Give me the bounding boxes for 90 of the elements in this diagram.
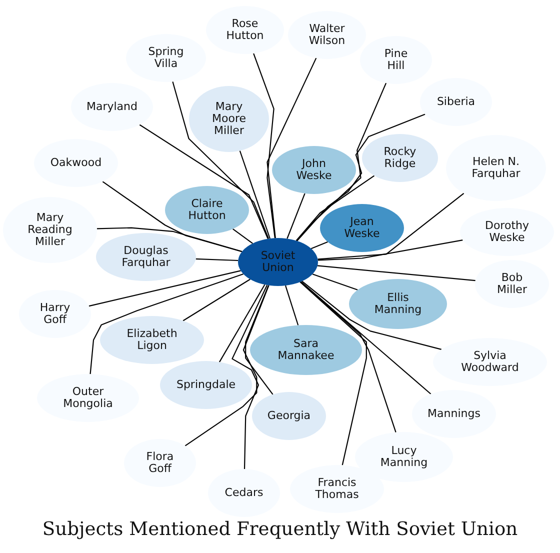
node-label: Elizabeth Ligon [126, 328, 178, 352]
topic-ellipse [320, 204, 404, 252]
connector-line [286, 193, 306, 239]
node-label: Pine Hill [384, 48, 408, 72]
connector-line [284, 285, 299, 326]
node-label: Ellis Manning [374, 292, 422, 316]
topic-ellipse [124, 439, 196, 487]
node-label: Oakwood [50, 157, 102, 169]
node-label: Dorothy Weske [484, 220, 529, 244]
node-label: Walter Wilson [308, 23, 346, 47]
node-label: Rose Hutton [226, 18, 264, 42]
node-label: Maryland [86, 101, 138, 113]
topic-ellipse [288, 11, 366, 59]
connector-line [318, 192, 464, 260]
topic-ellipse [412, 390, 496, 438]
node-label: Lucy Manning [380, 445, 428, 469]
topic-ellipse [433, 338, 547, 386]
topic-ellipse [475, 260, 549, 308]
node-label: Rocky Ridge [384, 146, 416, 170]
connector-line [296, 175, 375, 242]
connector-line [266, 58, 317, 238]
topic-ellipse [34, 139, 118, 187]
connector-line [302, 280, 442, 350]
topic-ellipse [349, 279, 447, 329]
node-label: Georgia [267, 410, 311, 422]
node-label: Mannings [428, 408, 480, 420]
topic-ellipse [19, 290, 91, 338]
connector-line [102, 181, 242, 252]
topic-ellipse [126, 34, 206, 82]
node-label: Helen N. Farquhar [472, 156, 520, 180]
connector-line [312, 274, 358, 290]
node-label: Bob Miller [497, 272, 527, 296]
topic-ellipse [3, 197, 97, 263]
node-label: Siberia [436, 96, 476, 108]
topic-ellipse [37, 374, 139, 422]
node-label: Claire Hutton [188, 198, 226, 222]
connector-line [253, 53, 276, 238]
node-label: Mary Reading Miller [28, 212, 72, 248]
topic-ellipse [165, 186, 249, 234]
topic-ellipse [160, 361, 252, 409]
topic-ellipse [189, 86, 269, 152]
connector-line [310, 241, 328, 250]
topic-ellipse [272, 146, 356, 194]
connector-line [182, 278, 250, 322]
node-label: Sylvia Woodward [461, 350, 519, 374]
connector-line [90, 273, 244, 374]
topic-ellipse [71, 83, 153, 131]
connector-line [296, 114, 426, 242]
topic-ellipse [360, 36, 432, 84]
connector-line [232, 284, 268, 470]
node-label: Jean Weske [344, 216, 380, 240]
topic-ellipse [208, 469, 280, 517]
node-label: Douglas Farquhar [122, 245, 170, 269]
topic-ellipse [96, 233, 196, 281]
node-label: Mary Moore Miller [212, 101, 246, 137]
node-label: Soviet Union [260, 250, 296, 274]
node-label: Outer Mongolia [63, 386, 113, 410]
topic-ellipse [446, 135, 546, 201]
node-label: Harry Goff [40, 302, 70, 326]
node-label: Springdale [176, 379, 236, 391]
node-label: John Weske [296, 158, 332, 182]
node-label: Spring Villa [148, 46, 184, 70]
topic-ellipse [238, 238, 318, 286]
connector-line [196, 258, 238, 262]
connector-line [184, 285, 270, 446]
connector-line [88, 270, 241, 307]
topic-ellipse [460, 208, 554, 256]
connector-line [218, 284, 266, 362]
connector-line [317, 265, 476, 282]
connector-line [245, 285, 274, 395]
topic-ellipse [100, 316, 204, 364]
node-label: Flora Goff [146, 451, 174, 475]
connector-line [172, 82, 270, 239]
connector-line [318, 239, 463, 261]
topic-ellipse [355, 432, 453, 482]
node-label: Sara Mannakee [278, 338, 334, 362]
topic-ellipse [252, 392, 326, 440]
topic-ellipse [250, 325, 362, 375]
node-label: Cedars [224, 487, 264, 499]
connector-line [300, 282, 367, 466]
topic-ellipse [206, 6, 284, 54]
topic-ellipse [362, 134, 438, 182]
connector-line [139, 124, 268, 239]
connector-line [96, 227, 242, 252]
diagram-title: Subjects Mentioned Frequently With Soviet Union [42, 519, 518, 541]
connector-line [300, 281, 432, 394]
topic-ellipse [420, 78, 492, 126]
node-label: Francis Thomas [315, 477, 359, 501]
connector-line [239, 150, 270, 239]
connector-line [232, 228, 253, 244]
